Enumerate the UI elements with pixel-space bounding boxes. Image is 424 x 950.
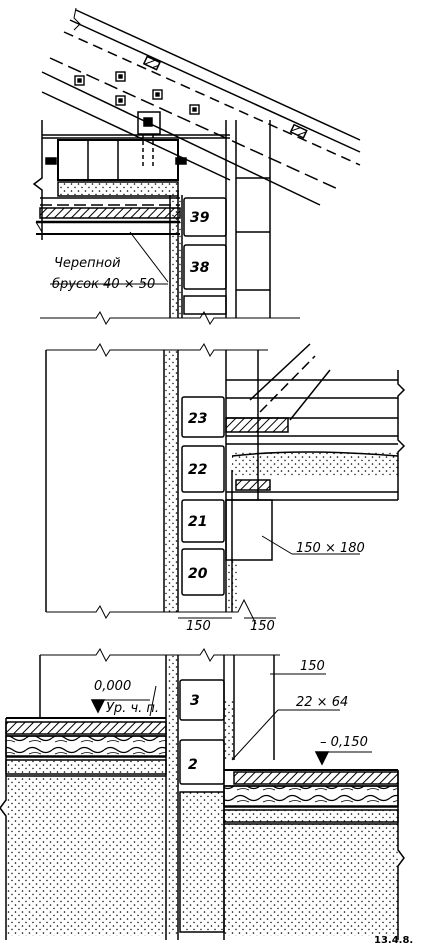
dimension-left: 150 (186, 619, 211, 634)
level-note-label: Ур. ч. п. (106, 701, 159, 716)
floor-beam-section (45, 343, 406, 625)
course-label-21: 21 (188, 514, 207, 530)
course-label-2: 2 (188, 757, 198, 773)
dimension-150-top: 150 (300, 659, 325, 674)
course-label-20: 20 (188, 566, 208, 582)
board-size-label: 22 × 64 (296, 695, 348, 710)
course-label-38: 38 (190, 260, 210, 276)
base-section (0, 648, 405, 940)
batten-label-line1: Черепной (54, 256, 121, 271)
level-minus-label: – 0,150 (320, 735, 368, 750)
batten-label-line2: брусок 40 × 50 (52, 277, 155, 292)
level-zero-label: 0,000 (94, 679, 131, 694)
dimension-right: 150 (250, 619, 275, 634)
beam-size-label: 150 × 180 (296, 541, 365, 556)
course-label-23: 23 (188, 411, 207, 427)
course-label-3: 3 (190, 693, 200, 709)
figure-number: 13.4.8. (374, 935, 413, 946)
roof-section (32, 7, 361, 325)
course-label-39: 39 (190, 210, 210, 226)
course-label-22: 22 (188, 462, 207, 478)
